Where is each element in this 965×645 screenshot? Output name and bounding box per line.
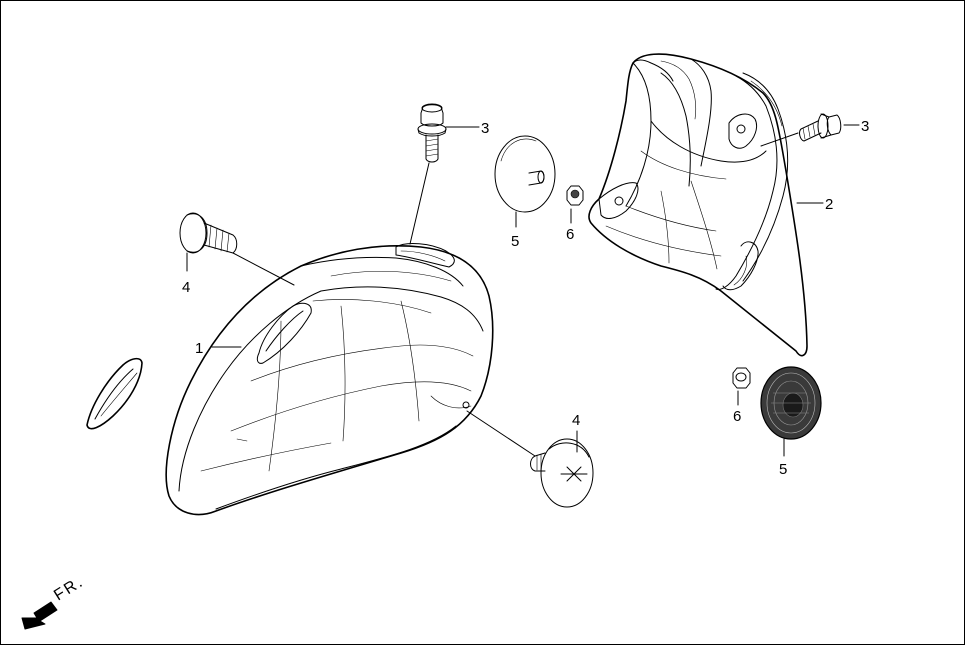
rear-fender xyxy=(588,53,808,357)
hex-nut-top xyxy=(566,185,584,206)
flange-bolt-top xyxy=(417,103,447,163)
front-direction-label: FR. xyxy=(51,573,87,604)
front-direction-indicator: FR. xyxy=(21,573,87,630)
push-clip-left xyxy=(179,212,238,254)
cap-bottom xyxy=(760,366,822,440)
callout-front-fender: 1 xyxy=(195,340,203,357)
assembly-lines xyxy=(232,132,799,457)
leader-lines xyxy=(186,124,860,457)
flange-bolt-right xyxy=(799,113,842,142)
callout-bolt-top: 3 xyxy=(481,120,489,137)
callout-rear-fender: 2 xyxy=(825,196,833,213)
callout-cap-bottom: 5 xyxy=(779,461,787,478)
front-arrow-icon xyxy=(21,601,58,630)
push-clip-bottom xyxy=(530,438,594,508)
callout-bolt-right: 3 xyxy=(861,118,869,135)
cap-top xyxy=(494,135,556,213)
callouts: 1 2 3 3 4 4 5 5 6 6 xyxy=(182,118,869,478)
emblem-piece xyxy=(86,357,143,430)
front-fender xyxy=(165,243,494,516)
callout-nut-bottom: 6 xyxy=(733,408,741,425)
callout-clip-left: 4 xyxy=(182,279,190,296)
callout-cap-top: 5 xyxy=(511,233,519,250)
callout-clip-bottom: 4 xyxy=(572,412,580,429)
callout-nut-top: 6 xyxy=(566,226,574,243)
hex-nut-bottom xyxy=(732,367,751,389)
